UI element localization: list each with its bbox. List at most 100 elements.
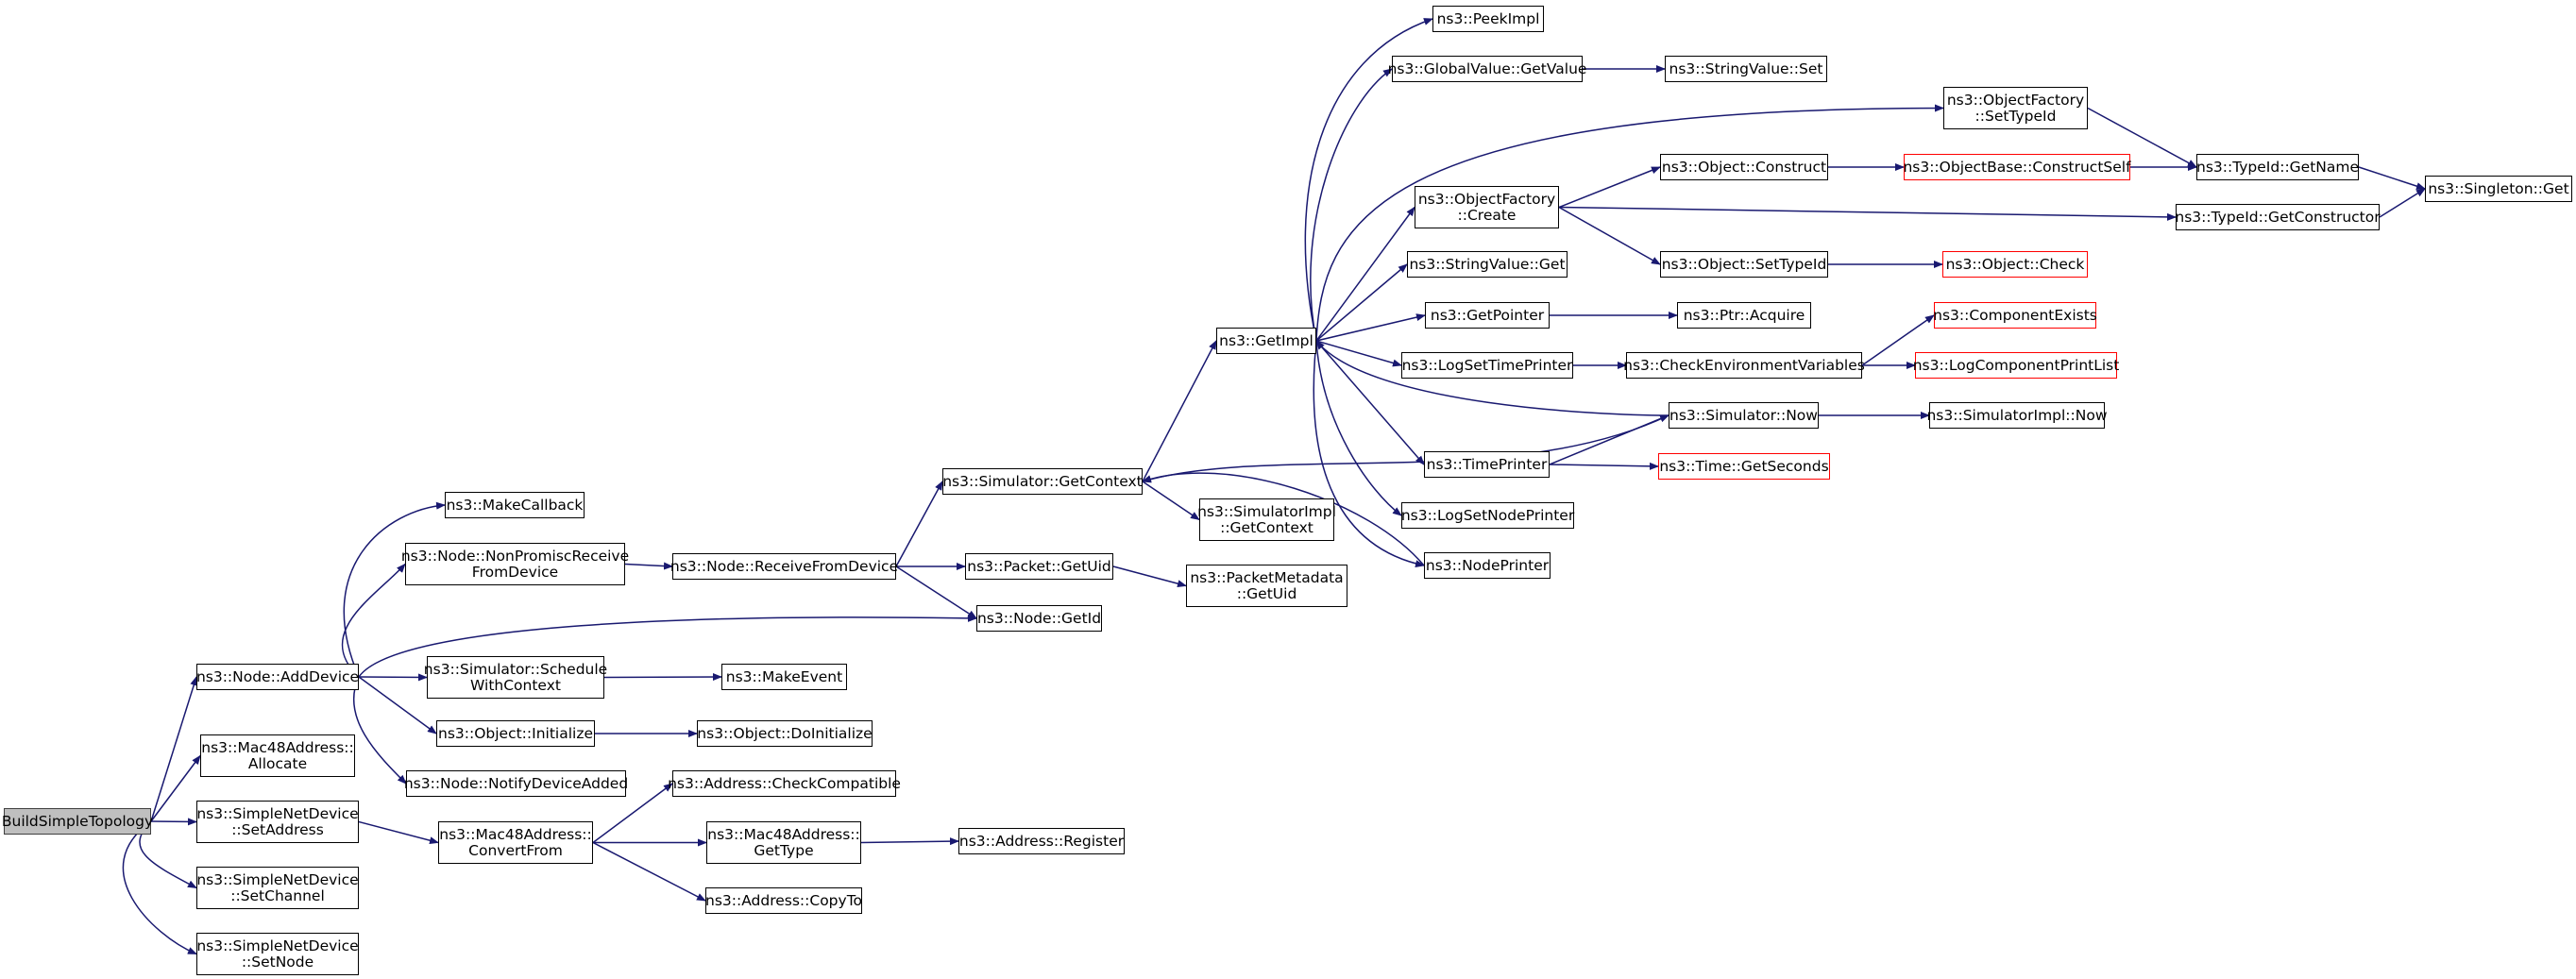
node-label-line: ns3::Object::SetTypeId [1661,255,1827,273]
node-label-line: ns3::MakeCallback [446,496,584,514]
node-label-line: ns3::Node::GetId [976,609,1102,627]
node-makeevent[interactable]: ns3::MakeEvent [721,664,847,690]
node-logsettp[interactable]: ns3::LogSetTimePrinter [1401,352,1573,379]
node-getid[interactable]: ns3::Node::GetId [976,605,1102,632]
node-objsettypeid[interactable]: ns3::Object::SetTypeId [1660,251,1828,278]
node-label-line: FromDevice [471,563,559,581]
edge-getimpl-to-getpointer [1315,313,1426,342]
node-label-line: ns3::GetPointer [1430,306,1545,324]
node-nodeprinter[interactable]: ns3::NodePrinter [1424,552,1551,579]
edge-tidgetname-to-singletonget [2358,166,2426,190]
node-objinit[interactable]: ns3::Object::Initialize [436,720,595,747]
node-copyto[interactable]: ns3::Address::CopyTo [705,887,862,914]
edge-convertfrom-to-copyto [592,841,706,902]
edge-getimpl-to-peekimpl [1304,18,1433,342]
node-getimpl[interactable]: ns3::GetImpl [1216,328,1316,354]
node-simimplnow[interactable]: ns3::SimulatorImpl::Now [1926,402,2108,429]
node-label-line: ns3::Simulator::Schedule [423,660,608,678]
edge-timeprinter-to-timegetsec [1549,462,1659,470]
node-label-line: ns3::Object::Initialize [438,724,593,742]
node-label-line: ns3::GlobalValue::GetValue [1387,59,1587,77]
edge-adddevice-to-nonpromisc [342,563,406,678]
node-timeprinter[interactable]: ns3::TimePrinter [1424,451,1550,478]
node-label-line: ns3::Node::AddDevice [195,667,360,685]
node-label-line: ::SetAddress [231,820,324,838]
node-receivefromdev[interactable]: ns3::Node::ReceiveFromDevice [669,553,899,580]
node-timegetsec[interactable]: ns3::Time::GetSeconds [1658,453,1830,480]
node-gvgetvalue[interactable]: ns3::GlobalValue::GetValue [1388,56,1586,82]
node-checkenv[interactable]: ns3::CheckEnvironmentVariables [1623,352,1865,379]
node-obconstructself[interactable]: ns3::ObjectBase::ConstructSelf [1903,154,2131,180]
node-register[interactable]: ns3::Address::Register [958,828,1125,854]
node-label-line: ns3::NodePrinter [1425,556,1550,574]
node-label-line: ns3::ObjectFactory [1417,190,1556,208]
node-tidgetname[interactable]: ns3::TypeId::GetName [2196,154,2359,180]
node-pktmetauid[interactable]: ns3::PacketMetadata::GetUid [1186,565,1347,607]
edge-build-to-setnode [122,820,197,955]
node-label-line: ns3::Simulator::Now [1669,406,1818,424]
node-getcontext[interactable]: ns3::Simulator::GetContext [942,468,1143,495]
edge-getcontext-to-getimpl [1142,340,1217,482]
node-mac48allocate[interactable]: ns3::Mac48Address::Allocate [200,734,355,777]
node-label-line: ns3::Packet::GetUid [967,557,1111,575]
node-label-line: GetType [754,841,814,859]
node-ofcreate[interactable]: ns3::ObjectFactory::Create [1415,186,1559,228]
node-tidgetctor[interactable]: ns3::TypeId::GetConstructor [2175,204,2381,230]
node-simnow[interactable]: ns3::Simulator::Now [1669,402,1819,429]
node-label-line: ns3::Mac48Address:: [439,825,592,843]
node-logsetnp[interactable]: ns3::LogSetNodePrinter [1401,502,1574,529]
edge-getimpl-to-ofsettypeid [1315,104,1944,342]
node-label-line: ns3::Singleton::Get [2428,179,2569,197]
node-svget[interactable]: ns3::StringValue::Get [1407,251,1568,278]
node-label-line: ns3::Ptr::Acquire [1683,306,1805,324]
node-objconstruct[interactable]: ns3::Object::Construct [1660,154,1828,180]
node-label-line: ::SetTypeId [1974,107,2057,125]
node-singletonget[interactable]: ns3::Singleton::Get [2425,176,2572,202]
node-label-line: ::Create [1457,206,1517,224]
node-label-line: ns3::ObjectBase::ConstructSelf [1903,158,2131,176]
node-doinit[interactable]: ns3::Object::DoInitialize [697,720,873,747]
node-label-line: BuildSimpleTopology [1,812,154,830]
edge-build-to-setaddress [150,818,197,826]
node-setchannel[interactable]: ns3::SimpleNetDevice::SetChannel [196,867,359,909]
node-setnode[interactable]: ns3::SimpleNetDevice::SetNode [196,933,359,975]
node-label-line: ConvertFrom [468,841,563,859]
edge-getcontext-to-simimplgetctx [1142,481,1200,521]
node-getuid[interactable]: ns3::Packet::GetUid [965,553,1113,580]
node-setaddress[interactable]: ns3::SimpleNetDevice::SetAddress [196,801,359,843]
node-label-line: ::GetUid [1236,584,1297,602]
node-label-line: ns3::Node::ReceiveFromDevice [669,557,899,575]
edge-getimpl-to-logsettp [1315,340,1402,367]
node-svset[interactable]: ns3::StringValue::Set [1665,56,1827,82]
node-compexists[interactable]: ns3::ComponentExists [1933,302,2097,329]
edge-ofcreate-to-objsettypeid [1558,206,1661,265]
node-label-line: ns3::PacketMetadata [1190,568,1344,586]
edge-gettype-to-register [860,837,959,846]
node-logcompprint[interactable]: ns3::LogComponentPrintList [1913,352,2119,379]
node-getpointer[interactable]: ns3::GetPointer [1425,302,1550,329]
node-makecallback[interactable]: ns3::MakeCallback [445,492,585,518]
node-adddevice[interactable]: ns3::Node::AddDevice [196,664,359,690]
node-label-line: ns3::PeekImpl [1436,9,1540,27]
node-notifydev[interactable]: ns3::Node::NotifyDeviceAdded [404,770,628,797]
edge-adddevice-to-schedulewc [358,673,428,682]
node-ptracquire[interactable]: ns3::Ptr::Acquire [1677,302,1811,329]
node-label-line: Allocate [247,754,308,772]
node-convertfrom[interactable]: ns3::Mac48Address::ConvertFrom [438,821,593,864]
edge-adddevice-to-notifydev [353,676,407,785]
node-peekimpl[interactable]: ns3::PeekImpl [1432,6,1544,32]
node-ofsettypeid[interactable]: ns3::ObjectFactory::SetTypeId [1943,87,2088,129]
node-label-line: WithContext [470,676,561,694]
node-label-line: ns3::Object::Check [1945,255,2085,273]
node-simimplgetctx[interactable]: ns3::SimulatorImpl::GetContext [1197,498,1336,541]
edge-getimpl-to-nodeprinter [1313,340,1425,568]
node-gettype[interactable]: ns3::Mac48Address::GetType [706,821,861,864]
node-label-line: ns3::SimpleNetDevice [196,870,359,888]
node-objcheck[interactable]: ns3::Object::Check [1942,251,2088,278]
node-checkcompat[interactable]: ns3::Address::CheckCompatible [668,770,901,797]
node-label-line: ns3::SimpleNetDevice [196,804,359,822]
